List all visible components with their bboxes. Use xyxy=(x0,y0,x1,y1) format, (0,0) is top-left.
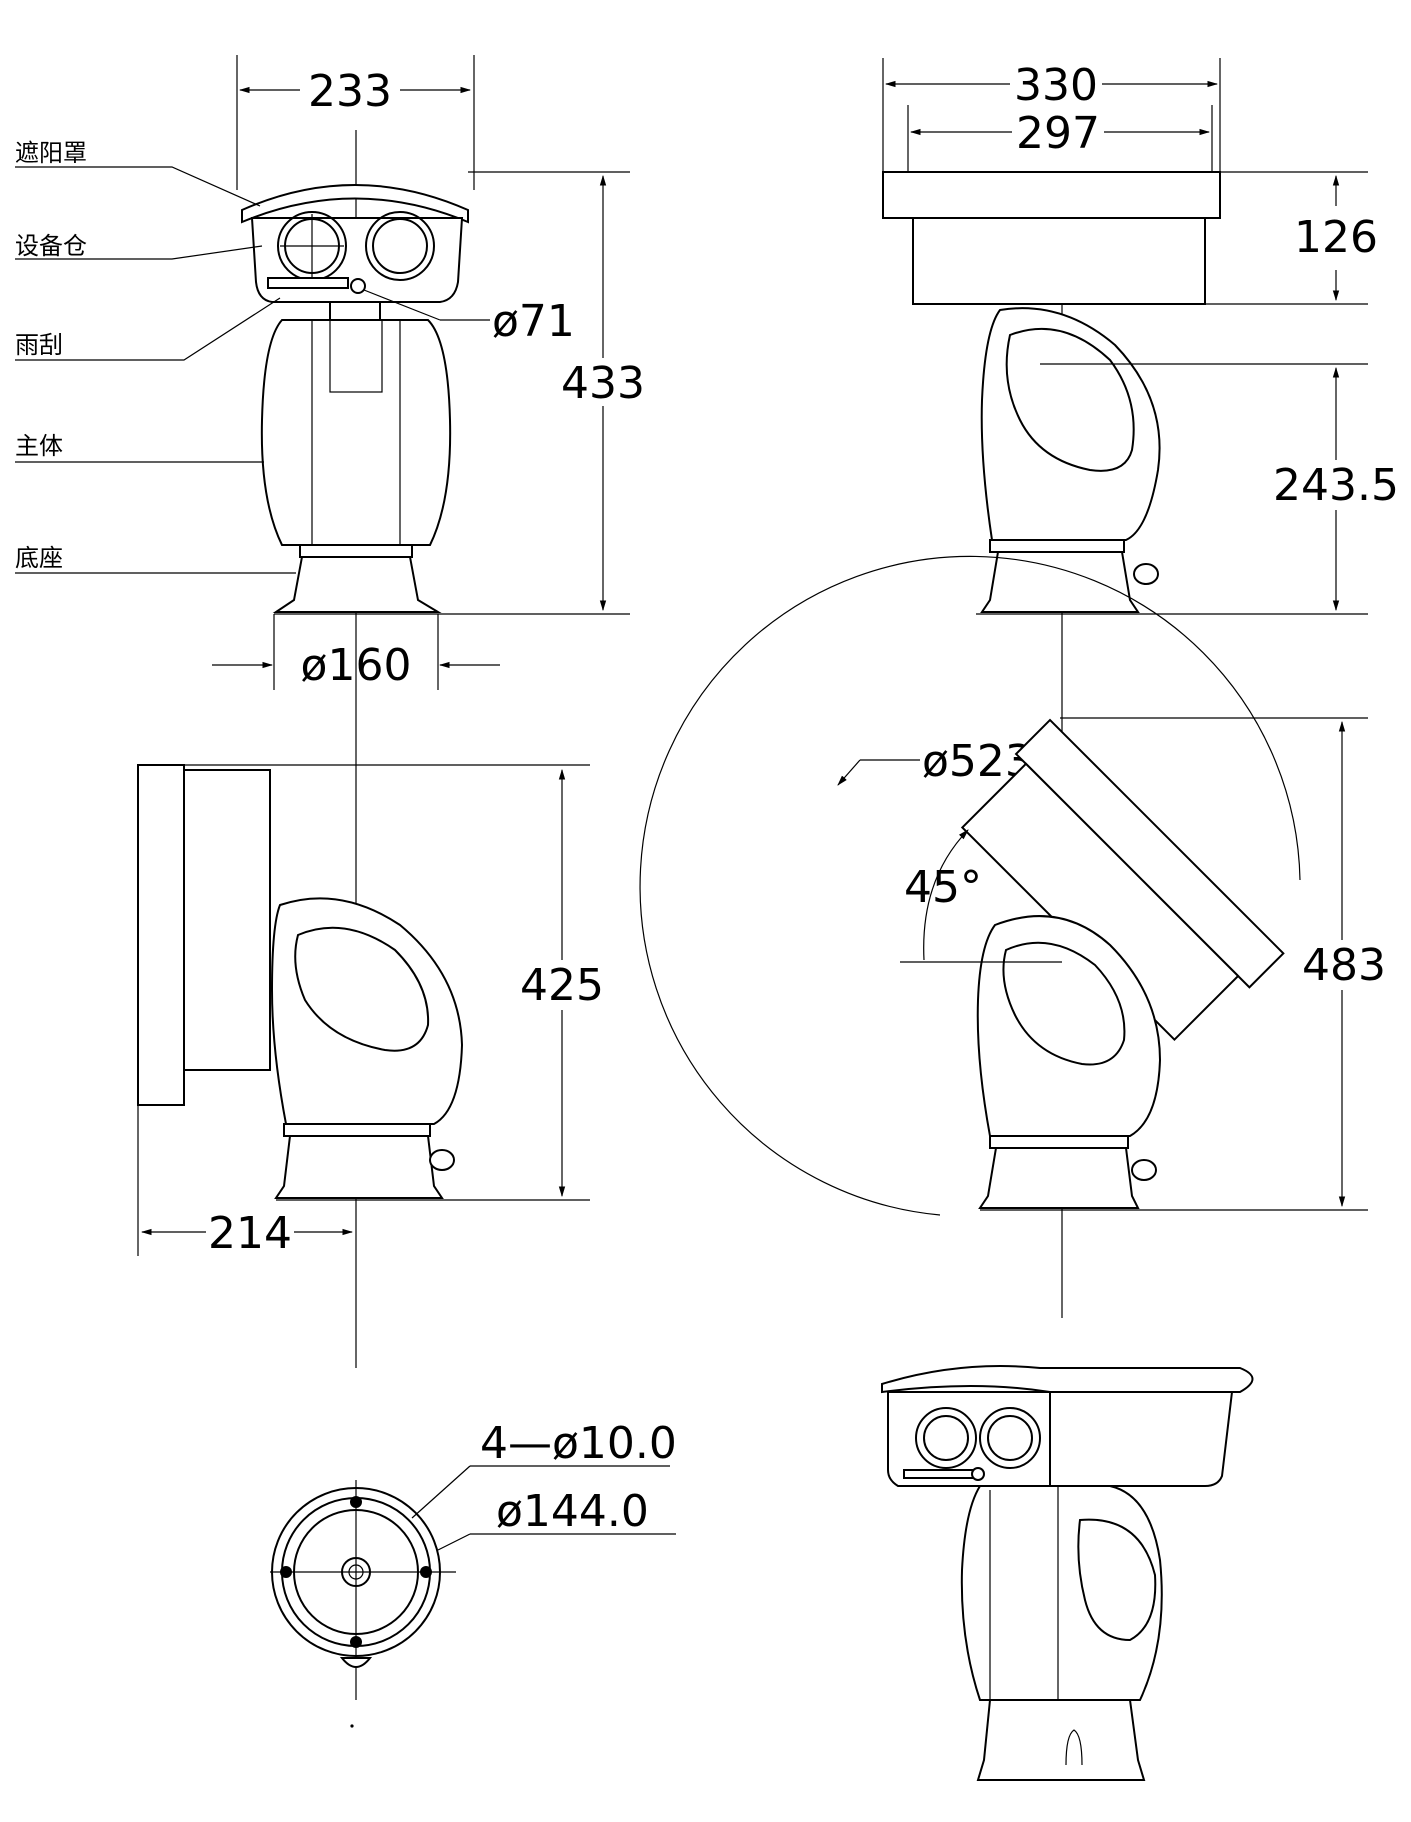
dim-front-height: 433 xyxy=(561,358,645,409)
dim-front-width: 233 xyxy=(308,66,392,117)
bottom-view: 4—ø10.0 ø144.0 xyxy=(270,1418,677,1728)
label-base: 底座 xyxy=(15,544,63,572)
dim-pcd-dia: ø144.0 xyxy=(496,1486,649,1537)
front-view: 233 433 ø71 xyxy=(15,55,650,1368)
dim-mount-holes: 4—ø10.0 xyxy=(480,1418,677,1469)
label-wiper: 雨刮 xyxy=(15,331,63,359)
label-equipment-bay: 设备仓 xyxy=(15,232,87,260)
dim-wiper-dia: ø71 xyxy=(492,296,575,347)
dim-body-height: 243.5 xyxy=(1273,460,1399,511)
dim-top-inner: 297 xyxy=(1016,108,1100,159)
dim-tilt-height: 483 xyxy=(1302,940,1386,991)
side-view: 330 297 126 243.5 xyxy=(882,58,1404,1318)
profile-view: 425 214 xyxy=(137,764,614,1259)
dim-side-height: 425 xyxy=(520,960,604,1011)
label-main-body: 主体 xyxy=(15,432,63,460)
dim-tilt-angle: 45° xyxy=(904,862,982,913)
dim-base-dia: ø160 xyxy=(301,640,412,691)
perspective-view xyxy=(881,1365,1254,1781)
dim-side-depth: 214 xyxy=(208,1208,292,1259)
tilt-view: ø523 45° 483 xyxy=(639,555,1396,1216)
dim-top-outer: 330 xyxy=(1014,60,1098,111)
dim-housing-height: 126 xyxy=(1294,212,1378,263)
label-sunshade: 遮阳罩 xyxy=(15,139,87,167)
